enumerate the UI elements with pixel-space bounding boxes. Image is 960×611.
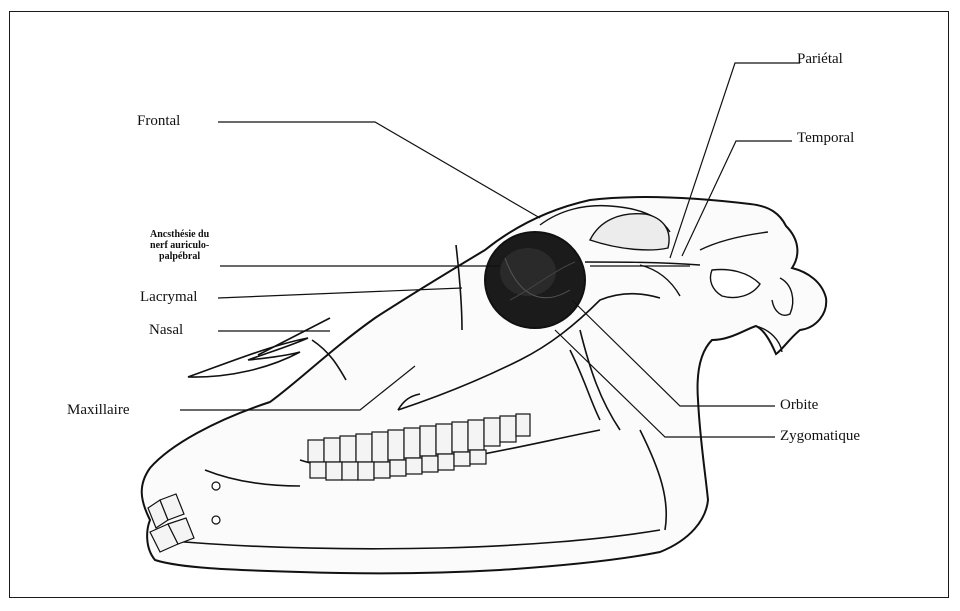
leader-frontal bbox=[218, 122, 540, 218]
label-anesthesie-line1: Ancsthésie du bbox=[150, 229, 209, 240]
orbit-shape bbox=[485, 232, 585, 328]
label-zygomatique: Zygomatique bbox=[780, 429, 860, 444]
label-frontal: Frontal bbox=[137, 114, 180, 129]
label-orbite: Orbite bbox=[780, 398, 818, 413]
label-parietal: Pariétal bbox=[797, 52, 843, 67]
label-anesthesie: Ancsthésie du nerf auriculo- palpébral bbox=[150, 229, 209, 262]
label-temporal: Temporal bbox=[797, 131, 854, 146]
label-lacrymal: Lacrymal bbox=[140, 290, 197, 305]
label-anesthesie-line3: palpébral bbox=[150, 251, 209, 262]
label-nasal: Nasal bbox=[149, 323, 183, 338]
label-maxillaire: Maxillaire bbox=[67, 403, 129, 418]
skull-outline bbox=[142, 197, 826, 573]
label-anesthesie-line2: nerf auriculo- bbox=[150, 240, 209, 251]
